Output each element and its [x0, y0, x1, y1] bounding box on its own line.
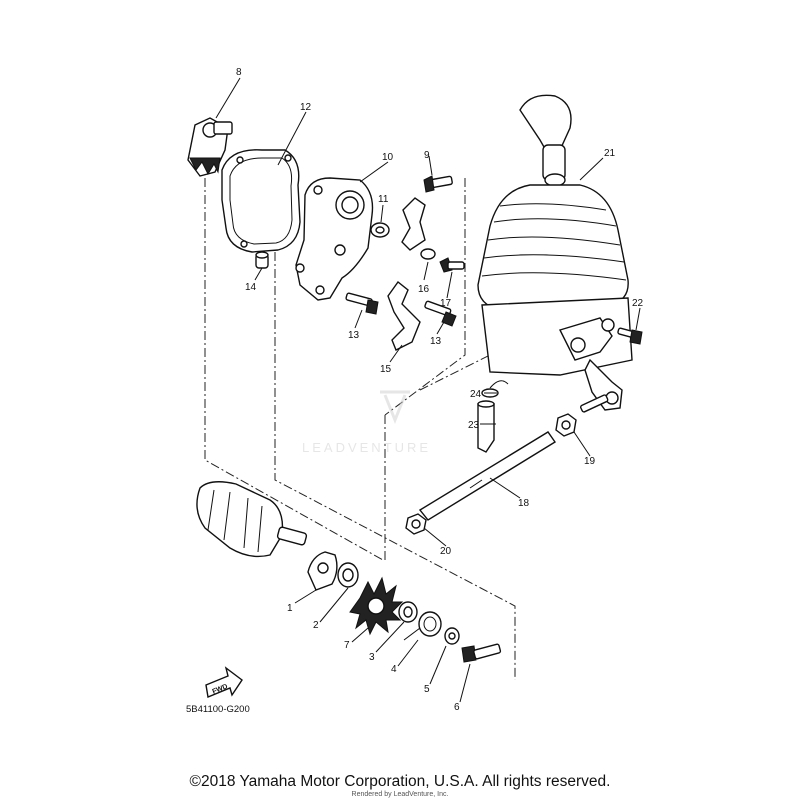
part-7-gear[interactable]	[349, 576, 404, 636]
part-21-shift-lever-assembly[interactable]	[477, 94, 633, 411]
callout-10: 10	[382, 152, 394, 163]
watermark: LEADVENTURE	[302, 390, 431, 455]
callout-24: 24	[470, 389, 482, 400]
part-15-dowel-pin[interactable]	[255, 251, 269, 269]
callout-21: 21	[604, 148, 616, 159]
callout-18: 18	[518, 498, 530, 509]
callout-17: 17	[440, 298, 452, 309]
callout-leaders	[215, 77, 641, 703]
callout-9: 9	[424, 150, 430, 161]
part-9-lever[interactable]	[401, 175, 453, 251]
callout-19: 19	[584, 456, 596, 467]
callout-15: 14	[245, 282, 257, 293]
rendered-by-text: Rendered by LeadVenture, Inc.	[351, 791, 449, 798]
part-5-washer[interactable]	[444, 627, 460, 645]
callout-23: 23	[468, 420, 480, 431]
callout-6: 6	[454, 702, 460, 713]
callout-8: 8	[236, 67, 242, 78]
callout-22: 22	[632, 298, 644, 309]
part-10-cover[interactable]	[295, 177, 374, 301]
shift-drum[interactable]	[196, 481, 308, 558]
part-8-shift-arm[interactable]	[187, 117, 233, 177]
copyright-notice: ©2018 Yamaha Motor Corporation, U.S.A. A…	[189, 773, 611, 790]
part-13-bolt-a[interactable]	[345, 292, 379, 315]
diagram-code: 5B41100-G200	[186, 704, 250, 715]
part-16-washer[interactable]	[420, 248, 436, 260]
callout-2: 2	[313, 620, 319, 631]
alignment-lines	[204, 178, 516, 680]
part-3-washer[interactable]	[398, 601, 418, 623]
callout-13-left: 13	[348, 330, 360, 341]
callout-20: 20	[440, 546, 452, 557]
part-14-bracket[interactable]	[387, 280, 421, 351]
part-4-spring[interactable]	[403, 611, 442, 641]
part-23-pin[interactable]	[477, 400, 495, 453]
fwd-arrow-icon: FWD	[205, 666, 243, 698]
part-18-shift-rod[interactable]	[418, 431, 556, 521]
callout-1: 1	[287, 603, 293, 614]
callout-5: 5	[424, 684, 430, 695]
part-12-gasket[interactable]	[221, 149, 301, 253]
callout-4: 4	[391, 664, 397, 675]
callout-16: 16	[418, 284, 430, 295]
watermark-text: LEADVENTURE	[302, 440, 431, 455]
callout-numbers: 8 12 10 11 9 14 13 13 15 16 17 21 22 24 …	[236, 67, 644, 713]
part-2-collar[interactable]	[337, 562, 359, 588]
callout-12: 12	[300, 102, 312, 113]
callout-13-right: 13	[430, 336, 442, 347]
part-6-bolt[interactable]	[461, 643, 502, 663]
part-11-oil-seal[interactable]	[370, 222, 390, 238]
callout-14: 15	[380, 364, 392, 375]
part-1-segment[interactable]	[307, 551, 338, 591]
callout-3: 3	[369, 652, 375, 663]
part-22-bolt[interactable]	[617, 327, 643, 345]
part-17-bolt[interactable]	[439, 257, 465, 273]
part-19-nut[interactable]	[555, 394, 609, 437]
part-24-clip[interactable]	[481, 380, 509, 398]
part-20-nut[interactable]	[405, 513, 427, 535]
callout-7: 7	[344, 640, 350, 651]
part-13-bolt-b[interactable]	[424, 300, 457, 327]
callout-11: 11	[378, 194, 389, 205]
